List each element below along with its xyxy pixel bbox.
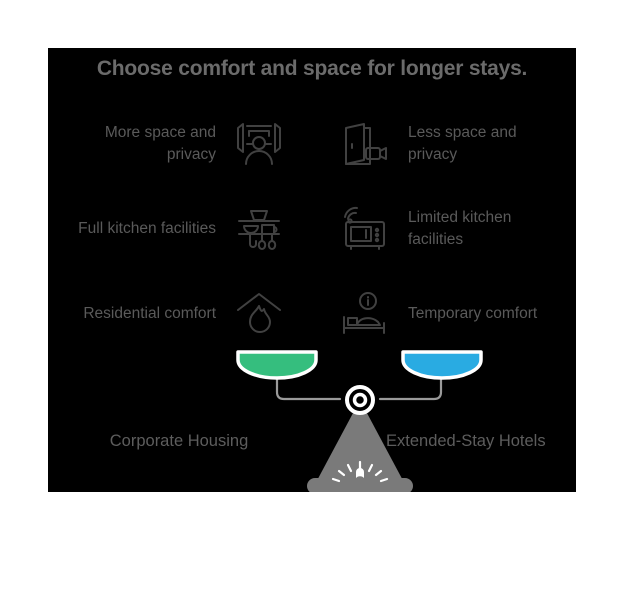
kitchen-shelf-icon [228,201,290,257]
personal-space-icon [228,116,290,172]
scale-beam [275,368,443,401]
feature-label: Less space and privacy [408,123,517,163]
feature-row: Temporary comfort [334,278,574,350]
lamp-rays-icon [331,460,389,483]
comparison-panel: Choose comfort and space for longer stay… [48,48,576,492]
bed-info-icon [334,286,396,342]
feature-label: Full kitchen facilities [78,219,216,237]
left-feature-column: More space and privacy [50,108,290,363]
balance-scale [48,344,576,492]
scale-fulcrum [307,400,413,492]
house-flame-icon [228,286,290,342]
feature-row: More space and privacy [50,108,290,180]
right-feature-column: Less space and privacy [334,108,574,363]
scale-pan-left [236,350,318,380]
category-label-right: Extended-Stay Hotels [386,432,546,450]
scale-pan-right [401,350,483,380]
feature-row: Limited kitchen facilities [334,193,574,265]
door-camera-icon [334,116,396,172]
category-label-left: Corporate Housing [109,432,249,450]
page-title: Choose comfort and space for longer stay… [96,57,528,80]
feature-row: Residential comfort [50,278,290,350]
lamp-bulb [356,468,364,478]
microwave-signal-icon [334,201,396,257]
feature-row: Full kitchen facilities [50,193,290,265]
scale-pivot [345,385,375,415]
feature-label: Residential comfort [83,304,216,322]
feature-label: More space and privacy [104,123,216,163]
feature-label: Temporary comfort [408,304,538,322]
feature-row: Less space and privacy [334,108,574,180]
feature-label: Limited kitchen facilities [408,208,512,248]
